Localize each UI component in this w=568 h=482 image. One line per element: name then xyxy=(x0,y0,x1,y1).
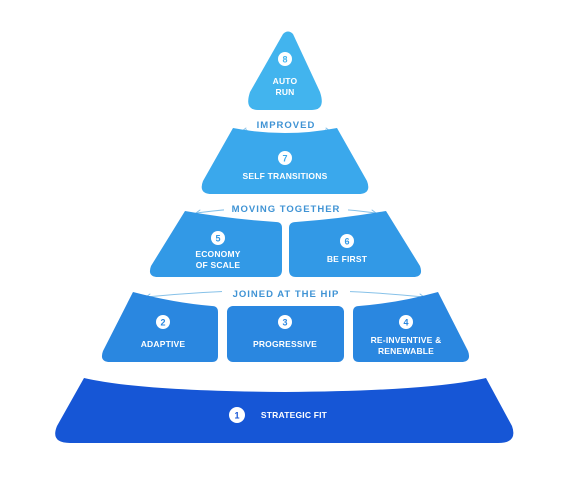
badge-2 xyxy=(156,315,170,329)
badge-5 xyxy=(211,231,225,245)
badge-1 xyxy=(229,407,245,423)
level-2-label: ADAPTIVE xyxy=(141,339,186,349)
badge-3 xyxy=(278,315,292,329)
level-5-label-line2: OF SCALE xyxy=(196,260,241,270)
level-1-strategic-fit: 1 STRATEGIC FIT xyxy=(55,378,514,443)
badge-3-number: 3 xyxy=(282,317,287,327)
badge-1-number: 1 xyxy=(234,410,239,420)
level-5-economy-of-scale: 5 ECONOMY OF SCALE xyxy=(149,211,282,277)
level-8-shape xyxy=(248,31,322,110)
level-3-shape xyxy=(227,306,344,362)
badge-7-number: 7 xyxy=(282,153,287,163)
badge-6-number: 6 xyxy=(344,236,349,246)
badge-2-number: 2 xyxy=(160,317,165,327)
level-8-label-line2: RUN xyxy=(275,87,294,97)
level-1-label: STRATEGIC FIT xyxy=(261,410,328,420)
badge-7 xyxy=(278,151,292,165)
band-joined-at-the-hip: JOINED AT THE HIP xyxy=(145,287,425,300)
band-moving-together: MOVING TOGETHER xyxy=(195,202,377,216)
level-2-adaptive: 2 ADAPTIVE xyxy=(101,292,218,362)
level-4-label-line1: RE-INVENTIVE & xyxy=(371,335,442,345)
band-moving-together-label: MOVING TOGETHER xyxy=(232,204,341,215)
level-6-label: BE FIRST xyxy=(327,254,368,264)
level-8-auto-run: 8 AUTO RUN xyxy=(248,31,322,110)
level-5-label-line1: ECONOMY xyxy=(195,249,240,259)
level-1-shape xyxy=(55,378,514,443)
level-3-progressive: 3 PROGRESSIVE xyxy=(227,306,344,362)
band-improved: IMPROVED xyxy=(241,118,331,134)
badge-6 xyxy=(340,234,354,248)
badge-4 xyxy=(399,315,413,329)
level-4-shape xyxy=(353,292,470,362)
band-joined-label: JOINED AT THE HIP xyxy=(233,289,340,300)
level-3-label: PROGRESSIVE xyxy=(253,339,317,349)
badge-4-number: 4 xyxy=(403,317,408,327)
badge-8 xyxy=(278,52,292,66)
level-7-label: SELF TRANSITIONS xyxy=(243,171,328,181)
level-6-shape xyxy=(289,211,422,277)
badge-8-number: 8 xyxy=(282,54,287,64)
badge-5-number: 5 xyxy=(215,233,220,243)
level-6-be-first: 6 BE FIRST xyxy=(289,211,422,277)
band-improved-label: IMPROVED xyxy=(257,120,316,131)
level-4-label-line2: RENEWABLE xyxy=(378,346,434,356)
level-8-label-line1: AUTO xyxy=(273,76,298,86)
level-7-self-transitions: 7 SELF TRANSITIONS xyxy=(201,128,369,194)
level-4-reinventive: 4 RE-INVENTIVE & RENEWABLE xyxy=(353,292,470,362)
